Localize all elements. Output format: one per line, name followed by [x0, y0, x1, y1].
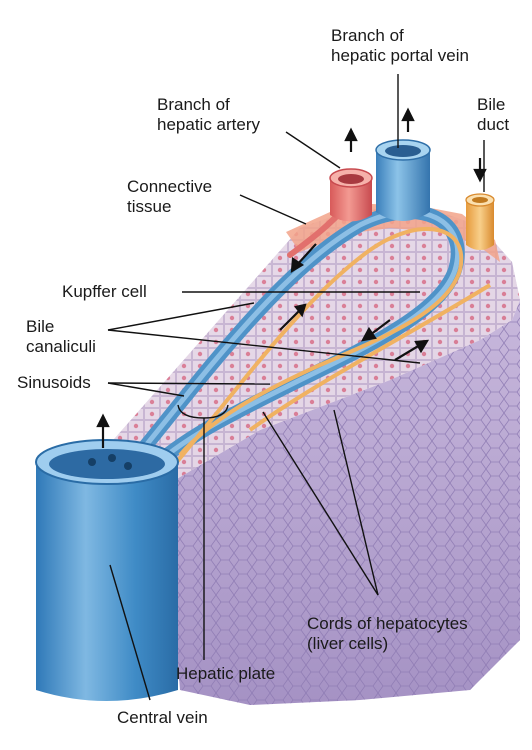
label-cords-line1: Cords of hepatocytes [307, 614, 468, 633]
label-kupffer-cell: Kupffer cell [62, 282, 147, 301]
label-portal-vein-line2: hepatic portal vein [331, 46, 469, 65]
label-sinusoids: Sinusoids [17, 373, 91, 392]
label-central-vein: Central vein [117, 708, 208, 727]
central-vein-vessel [35, 439, 179, 701]
label-hepatic-artery-line2: hepatic artery [157, 115, 260, 134]
leader-lines [107, 74, 485, 701]
label-connective-tissue-line2: tissue [127, 197, 172, 216]
hepatic-artery-vessel [329, 168, 373, 222]
label-hepatic-plate: Hepatic plate [176, 664, 276, 683]
label-bile-duct-line1: Bile [477, 95, 506, 114]
label-cords-of-hepatocytes: Cords of hepatocytes (liver cells) [307, 614, 468, 654]
label-bile-duct-line2: duct [477, 115, 510, 134]
portal-vein-vessel [375, 139, 431, 221]
label-bile-canaliculi: Bile canaliculi [26, 317, 96, 357]
label-bile-duct: Bile duct [477, 95, 509, 135]
label-connective-tissue-line1: Connective [127, 177, 213, 196]
bile-canaliculus [168, 227, 464, 472]
label-cords-line2: (liver cells) [307, 634, 389, 653]
label-bile-canaliculi-line2: canaliculi [26, 337, 96, 356]
label-portal-vein: Branch of hepatic portal vein [331, 26, 469, 66]
label-connective-tissue: Connective tissue [127, 177, 212, 217]
label-bile-canaliculi-line1: Bile [26, 317, 55, 336]
label-portal-vein-line1: Branch of [331, 26, 404, 45]
vessel-direction-arrows [96, 107, 487, 448]
label-hepatic-artery-line1: Branch of [157, 95, 230, 114]
bile-duct-vessel [465, 193, 495, 250]
label-hepatic-artery: Branch of hepatic artery [157, 95, 260, 135]
flow-arrows [279, 243, 430, 361]
